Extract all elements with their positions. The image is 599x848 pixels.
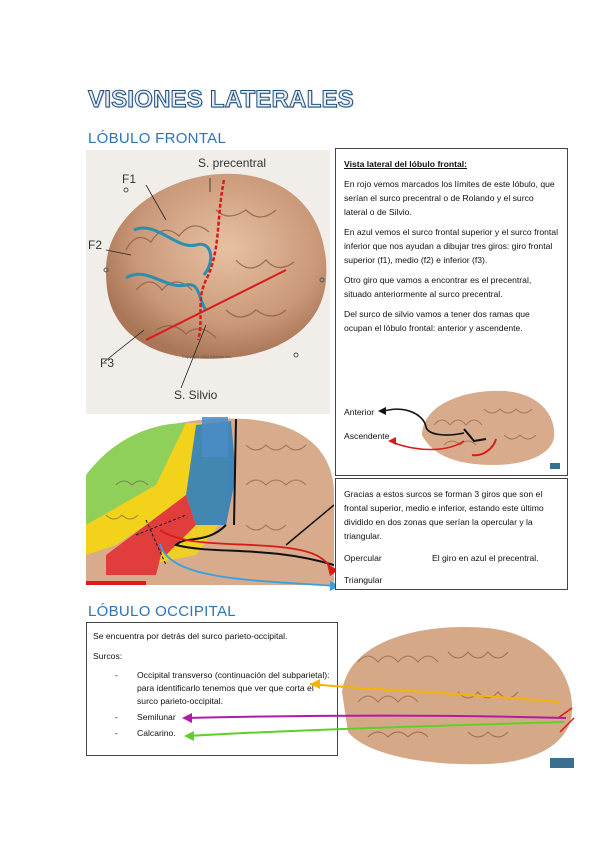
gyri-arrows [159, 529, 340, 591]
page-title: VISIONES LATERALES [88, 86, 355, 114]
label-f2: F2 [88, 238, 103, 252]
section-frontal-title: LÓBULO FRONTAL [88, 130, 227, 147]
occipital-box-surcos: Surcos: [93, 651, 123, 661]
frontal-box-heading: Vista lateral del lóbulo frontal: [344, 159, 468, 169]
occipital-box-p1: Se encuentra por detrás del surco pariet… [93, 631, 288, 641]
brain-image-occipital [338, 622, 576, 768]
frontal-box-p4: Del surco de silvio vamos a tener dos ra… [344, 309, 530, 333]
branch-arrows [378, 407, 465, 451]
brain-image-frontal: S. precentral F1 F2 F3 S. Silvio Copyrig… [86, 150, 330, 414]
list-item: -Semilunar [115, 712, 176, 722]
brain-image-gyri [86, 415, 334, 585]
occipital-brain-illustration [342, 626, 575, 768]
label-triangular: Triangular [344, 575, 383, 585]
frontal-box-p3: Otro giro que vamos a encontrar es el pr… [344, 275, 532, 299]
brain-illustration [103, 173, 327, 389]
label-s-precentral: S. precentral [198, 156, 267, 170]
label-f1: F1 [122, 172, 137, 186]
label-opercular: Opercular [344, 553, 382, 563]
frontal-box-p1: En rojo vemos marcados los límites de es… [344, 179, 555, 217]
label-anterior: Anterior [344, 407, 375, 417]
gyri-box-p1: Gracias a estos surcos se forman 3 giros… [344, 489, 544, 541]
mini-brain-illustration [422, 390, 560, 469]
label-f3: F3 [100, 356, 115, 370]
list-item: -Occipital transverso (continuación del … [115, 670, 330, 706]
gyri-illustration [86, 417, 334, 585]
precentral-note: El giro en azul el precentral. [432, 553, 539, 563]
label-s-silvio: S. Silvio [174, 388, 218, 402]
label-ascendente: Ascendente [344, 431, 390, 441]
frontal-description-box: Vista lateral del lóbulo frontal: En roj… [335, 148, 568, 476]
gyri-description-box: Gracias a estos surcos se forman 3 giros… [335, 478, 568, 590]
occipital-description-box: Se encuentra por detrás del surco pariet… [86, 622, 338, 756]
list-item: -Calcarino. [115, 728, 176, 738]
occipital-sulci-list: -Occipital transverso (continuación del … [93, 669, 331, 740]
copyright-note: Copyright 2004 Elsevier Inc. [182, 354, 233, 359]
mini-brain-image [414, 385, 560, 471]
occipital-arrows [182, 679, 567, 741]
frontal-box-p2: En azul vemos el surco frontal superior … [344, 227, 558, 265]
section-occipital-title: LÓBULO OCCIPITAL [88, 603, 236, 620]
